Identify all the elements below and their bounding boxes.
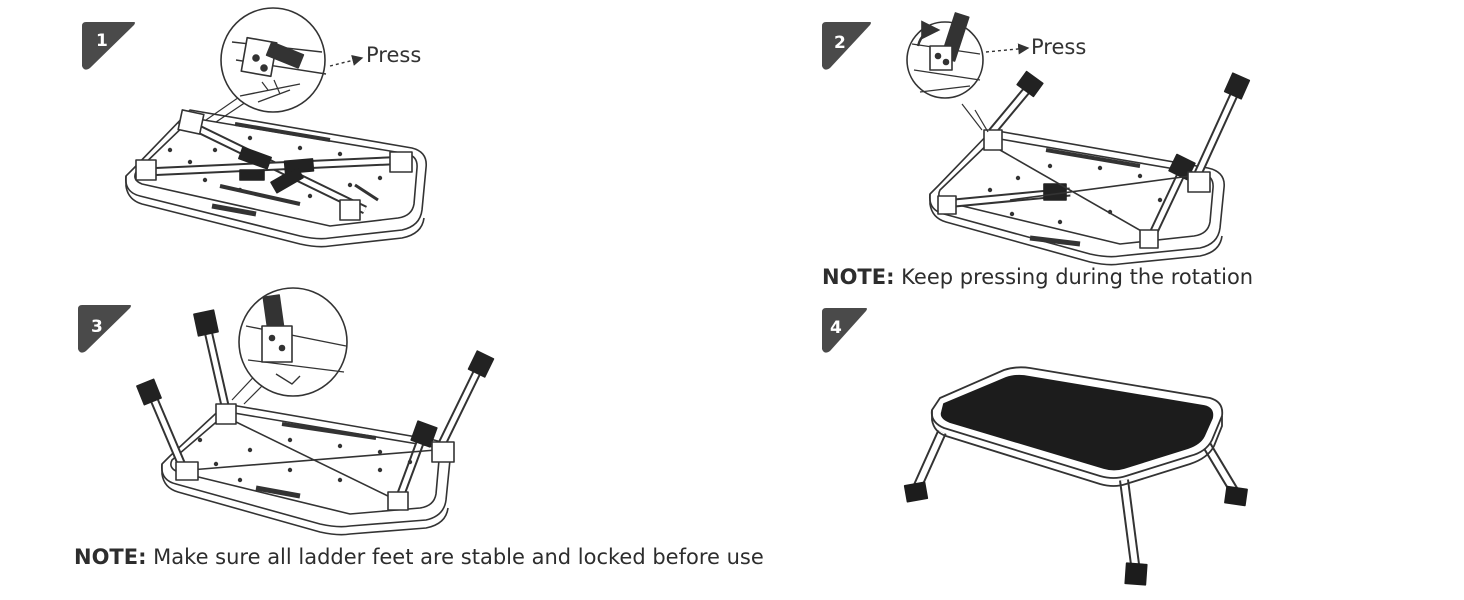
step3-legs-locked xyxy=(136,287,495,536)
step-badge-4: 4 xyxy=(822,308,867,353)
step2-note-text: Keep pressing during the rotation xyxy=(894,265,1254,289)
step3-note-text: Make sure all ladder feet are stable and… xyxy=(146,545,764,569)
step2-note: NOTE: Keep pressing during the rotation xyxy=(822,265,1253,289)
step1-press-callout: Press xyxy=(366,43,422,67)
step-number-1: 1 xyxy=(96,31,108,51)
step-number-4: 4 xyxy=(830,318,842,338)
step-badge-1: 1 xyxy=(82,22,135,70)
step-badge-3: 3 xyxy=(78,305,131,353)
step-number-3: 3 xyxy=(91,317,103,337)
step2-unfolding-stool xyxy=(906,12,1251,266)
step3-note: NOTE: Make sure all ladder feet are stab… xyxy=(74,545,764,569)
step-badge-2: 2 xyxy=(822,22,871,70)
step3-note-label: NOTE: xyxy=(74,545,147,569)
step-number-2: 2 xyxy=(834,33,846,53)
step1-folded-stool xyxy=(124,7,428,248)
step2-press-callout: Press xyxy=(1031,35,1087,59)
step2-note-label: NOTE: xyxy=(822,265,895,289)
step4-assembled-stool xyxy=(903,366,1248,586)
